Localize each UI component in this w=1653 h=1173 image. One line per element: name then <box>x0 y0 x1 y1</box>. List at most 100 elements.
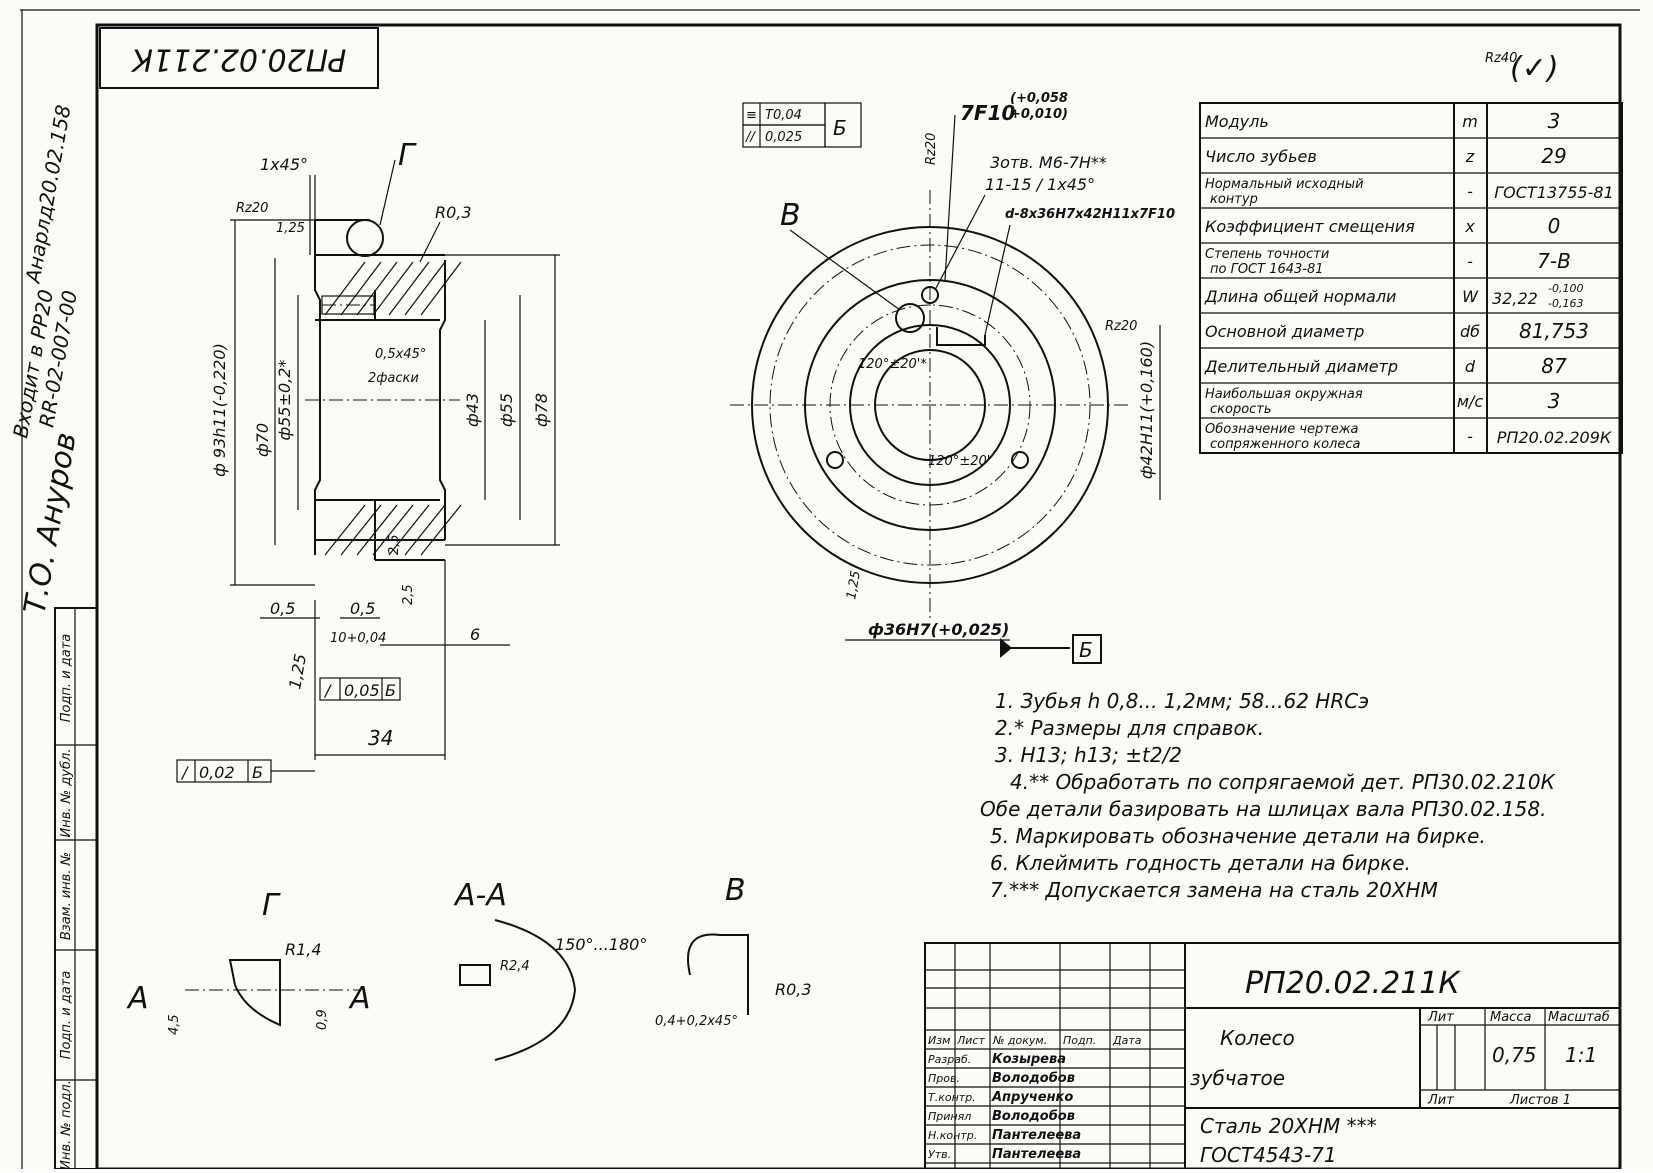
dim-05b-label: 0,5 <box>350 599 375 618</box>
section-aa-pin <box>459 964 491 986</box>
stamp-code: РП20.02.211К <box>130 42 346 77</box>
tb-head: Подп. <box>1063 1034 1096 1047</box>
holes-note2: 11-15 / 1x45° <box>985 175 1095 194</box>
param-value: 3 <box>1548 389 1561 413</box>
note-line: 2.* Размеры для справок. <box>995 716 1264 740</box>
note-line: Обе детали базировать на шлицах вала РП3… <box>980 797 1546 821</box>
note-line: 7.*** Допускается замена на сталь 20ХНМ <box>990 878 1438 902</box>
tb-person: Володобов <box>992 1071 1075 1086</box>
param-value: 87 <box>1541 354 1567 378</box>
section-aa-arc <box>494 919 577 1061</box>
param-name-2: сопряженного колеса <box>1210 437 1361 452</box>
param-name: Наибольшая окружная <box>1205 387 1363 402</box>
detail-g-45: 4,5 <box>167 1014 182 1035</box>
detail-g-leader <box>379 159 396 226</box>
param-symbol: x <box>1464 217 1475 236</box>
radius-leader <box>419 221 441 263</box>
hatch-line <box>324 504 366 556</box>
hatch-line <box>420 261 462 316</box>
chamfer-inner-label: 0,5x45° <box>375 347 426 362</box>
section-aa-title: А-А <box>453 878 507 913</box>
hatch-top <box>324 261 462 316</box>
param-value: 7-В <box>1537 249 1571 273</box>
hatch-line <box>324 261 366 316</box>
param-name: Коэффициент смещения <box>1205 217 1415 236</box>
param-name: Нормальный исходный <box>1205 177 1364 192</box>
datum-box <box>1072 634 1102 664</box>
tb-head: Изм <box>928 1034 950 1047</box>
tb-role: Т.контр. <box>928 1091 976 1104</box>
tb-role: Разраб. <box>928 1053 971 1066</box>
param-tol-lower: -0,163 <box>1548 297 1583 310</box>
param-name: Обозначение чертежа <box>1205 422 1359 437</box>
spline-code-leader <box>984 224 1011 336</box>
detail-g: Г R1,4 А А 4,5 0,9 <box>126 888 371 1035</box>
tb-role: Принял <box>928 1110 971 1123</box>
param-name-2: контур <box>1210 192 1258 207</box>
param-symbol: м/с <box>1457 392 1483 411</box>
tb-person: Пантелеева <box>992 1147 1081 1162</box>
tb-material-2: ГОСТ4543-71 <box>1200 1143 1337 1167</box>
dim-10-label: 10+0,04 <box>330 631 386 646</box>
chamfer-inner2-label: 2фаски <box>368 371 419 386</box>
tb-name-2: зубчатое <box>1190 1066 1285 1090</box>
hatch-bottom <box>324 504 462 556</box>
technical-notes: 1. Зубья h 0,8... 1,2мм; 58...62 HRCэ2.*… <box>980 689 1556 902</box>
tb-role: Утв. <box>928 1148 951 1161</box>
chamfer-top-label: 1x45° <box>260 155 308 174</box>
frame-a-datum: Б <box>833 116 847 140</box>
param-name: Длина общей нормали <box>1204 287 1396 306</box>
designation-stamp: РП20.02.211К <box>99 27 379 89</box>
detail-v-chamfer: 0,4+0,2x45° <box>655 1014 738 1029</box>
spline-slot <box>936 327 986 346</box>
holes-note: 3отв. М6-7Н** <box>990 153 1107 172</box>
position-frame: ≡ Т0,04 Б // 0,025 <box>742 102 862 148</box>
hatch-line <box>340 261 382 316</box>
section-aa-radius: R2,4 <box>500 959 530 974</box>
hatch-line <box>388 261 430 316</box>
spline-tol-lower: +0,010) <box>1010 107 1068 122</box>
param-symbol: - <box>1467 252 1473 271</box>
frame-b-symbol: // <box>745 130 756 145</box>
note-line: 3. Н13; h13; ±t2/2 <box>995 743 1182 767</box>
threaded-hole-right <box>1011 451 1029 469</box>
hatch-line <box>356 261 398 316</box>
param-value: ГОСТ13755-81 <box>1494 183 1613 202</box>
margin-label: Инв. № подл. <box>59 1080 74 1169</box>
runout-frame-2: / 0,02 Б <box>176 759 315 783</box>
section-right-face <box>439 260 446 540</box>
frame-datum: Б <box>385 681 396 700</box>
detail-g-title: Г <box>262 888 281 923</box>
note-line: 6. Клеймить годность детали на бирке. <box>990 851 1411 875</box>
param-symbol: m <box>1462 112 1478 131</box>
param-symbol: - <box>1467 427 1473 446</box>
detail-g-marker: Г <box>398 138 417 173</box>
detail-g-a-right: А <box>348 981 371 1016</box>
hatch-line <box>388 504 430 556</box>
spline-tol-label: 7F10 <box>960 101 1015 125</box>
margin-label: Подп. и дата <box>59 634 74 723</box>
tb-name-1: Колесо <box>1220 1026 1295 1050</box>
rough-rz20-label: Rz20 <box>1105 319 1137 334</box>
threaded-hole-left <box>826 451 844 469</box>
rough-25a-label: 2,5 <box>387 534 402 555</box>
margin-label: Подп. и дата <box>59 971 74 1060</box>
tb-role: Н.контр. <box>928 1129 977 1142</box>
d55-label: ф55 <box>497 393 516 427</box>
general-roughness: Rz40 <box>1485 51 1517 66</box>
tb-col-lit: Лит <box>1427 1010 1454 1025</box>
detail-v-leader <box>789 229 901 311</box>
hatch-line <box>404 261 446 316</box>
tb-material-1: Сталь 20ХНМ *** <box>1200 1114 1377 1138</box>
param-name-2: по ГОСТ 1643-81 <box>1210 262 1324 277</box>
detail-g-profile <box>228 959 281 1027</box>
param-symbol: W <box>1462 287 1479 306</box>
param-value: 29 <box>1541 144 1566 168</box>
param-value: 81,753 <box>1519 319 1589 343</box>
tb-scale: 1:1 <box>1565 1043 1597 1067</box>
tb-person: Апрученко <box>991 1090 1073 1105</box>
runout-frame-1: / 0,05 Б <box>319 677 401 701</box>
detail-v-marker: В <box>780 198 801 233</box>
